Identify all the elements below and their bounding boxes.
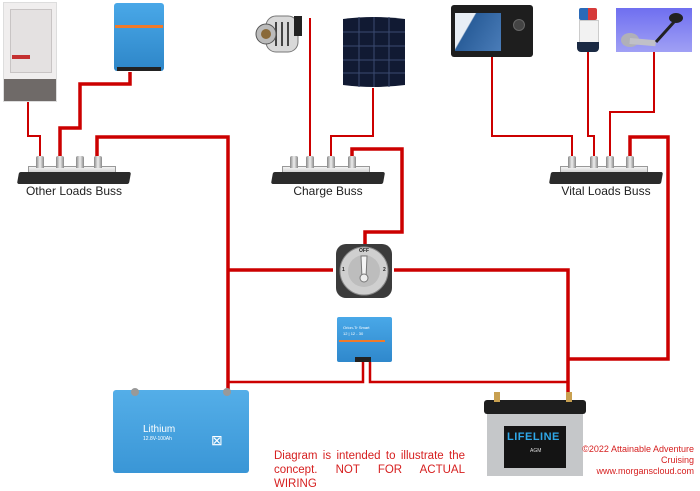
wire-autopilot-vital-buss bbox=[609, 52, 655, 158]
navigation-light bbox=[576, 8, 600, 54]
agm-lid bbox=[484, 400, 586, 414]
buss-base bbox=[270, 172, 386, 184]
chartplotter-knob bbox=[513, 19, 525, 31]
buss-stud bbox=[306, 156, 314, 168]
buss-base bbox=[548, 172, 664, 184]
dc-dc-terminals bbox=[355, 357, 371, 362]
vital-loads-buss bbox=[548, 154, 664, 190]
buss-stud bbox=[94, 156, 102, 168]
battery-selector-switch: OFF 1 2 bbox=[332, 240, 396, 302]
wire-charge-buss-switch bbox=[350, 147, 404, 244]
agm-label-panel: LIFELINE AGM bbox=[504, 426, 566, 468]
solar-panel bbox=[341, 15, 407, 89]
wire-vital-buss-main bbox=[568, 135, 670, 361]
chartplotter-screen bbox=[455, 13, 501, 51]
other-loads-buss bbox=[16, 154, 132, 190]
buss-stud bbox=[606, 156, 614, 168]
buss-stud bbox=[327, 156, 335, 168]
wire-inverter-other-buss bbox=[58, 72, 132, 158]
buss-stud bbox=[590, 156, 598, 168]
alternator-icon bbox=[255, 15, 302, 53]
buss-stud bbox=[76, 156, 84, 168]
refrigerator-base bbox=[4, 79, 56, 101]
agm-terminal-neg bbox=[494, 392, 500, 402]
alternator bbox=[254, 10, 304, 56]
wire-dcdc-lithium bbox=[228, 360, 365, 384]
refrigerator bbox=[3, 2, 57, 102]
wire-other-buss-main bbox=[95, 135, 230, 394]
switch-pos1-label: 1 bbox=[342, 267, 345, 273]
battery-switch-icon bbox=[336, 244, 392, 298]
buss-stud bbox=[36, 156, 44, 168]
disclaimer-text: Diagram is intended to illustrate the co… bbox=[274, 450, 465, 490]
wire-chartplotter-vital-buss bbox=[491, 56, 573, 158]
dc-dc-stripe bbox=[339, 340, 385, 342]
refrigerator-handle bbox=[12, 55, 30, 59]
vital-loads-buss-label: Vital Loads Buss bbox=[561, 184, 651, 198]
lithium-terminal-pos bbox=[223, 388, 231, 396]
wire-solar-charge-buss bbox=[330, 88, 374, 158]
buss-stud bbox=[290, 156, 298, 168]
recycle-bin-icon: ⊠ bbox=[211, 432, 223, 448]
copyright-line: ©2022 Attainable Adventure bbox=[582, 444, 694, 454]
inverter-charger bbox=[114, 3, 164, 71]
agm-battery: LIFELINE AGM bbox=[484, 392, 586, 478]
dc-dc-charger: Orion-Tr Smart 12 | 12 - 30 bbox=[337, 317, 392, 362]
lithium-battery: Lithium 12.8V-100Ah ⊠ bbox=[113, 388, 249, 473]
buss-stud bbox=[626, 156, 634, 168]
inverter-stripe bbox=[115, 25, 163, 28]
switch-pos2-label: 2 bbox=[383, 267, 386, 273]
buss-stud bbox=[348, 156, 356, 168]
other-loads-buss-label: Other Loads Buss bbox=[25, 184, 123, 198]
switch-off-label: OFF bbox=[359, 248, 369, 254]
agm-brand-label: LIFELINE bbox=[507, 431, 560, 443]
buss-base bbox=[16, 172, 132, 184]
lithium-battery-label: Lithium bbox=[143, 424, 176, 435]
agm-type-label: AGM bbox=[530, 448, 542, 454]
autopilot-icon bbox=[621, 13, 683, 47]
navigation-light-base bbox=[577, 42, 599, 52]
refrigerator-body bbox=[10, 9, 52, 73]
navigation-light-lens-red-green bbox=[579, 8, 597, 20]
wire-navlight-vital-buss bbox=[587, 52, 595, 158]
wire-fridge-other-buss bbox=[27, 100, 41, 158]
wire-switch-pos2 bbox=[394, 268, 570, 394]
lithium-battery-spec: 12.8V-100Ah bbox=[143, 436, 172, 442]
inverter-feet bbox=[117, 67, 161, 71]
agm-terminal-pos bbox=[566, 392, 572, 402]
buss-stud bbox=[568, 156, 576, 168]
copyright-line: Cruising bbox=[660, 455, 694, 465]
navigation-light-lens-white bbox=[579, 20, 599, 44]
autopilot-drive bbox=[616, 8, 692, 52]
solar-panel-icon bbox=[343, 17, 405, 87]
dc-dc-charger-model: 12 | 12 - 30 bbox=[343, 331, 364, 336]
wiring bbox=[27, 18, 670, 394]
wire-dcdc-agm bbox=[368, 360, 568, 384]
lithium-terminal-neg bbox=[131, 388, 139, 396]
buss-stud bbox=[56, 156, 64, 168]
dc-dc-charger-name: Orion-Tr Smart bbox=[343, 325, 370, 330]
copyright-block: ©2022 Attainable Adventure Cruising www.… bbox=[582, 444, 694, 477]
charge-buss-label: Charge Buss bbox=[293, 184, 363, 198]
chartplotter bbox=[451, 5, 533, 57]
charge-buss bbox=[270, 154, 386, 190]
website-link[interactable]: www.morganscloud.com bbox=[596, 466, 694, 476]
